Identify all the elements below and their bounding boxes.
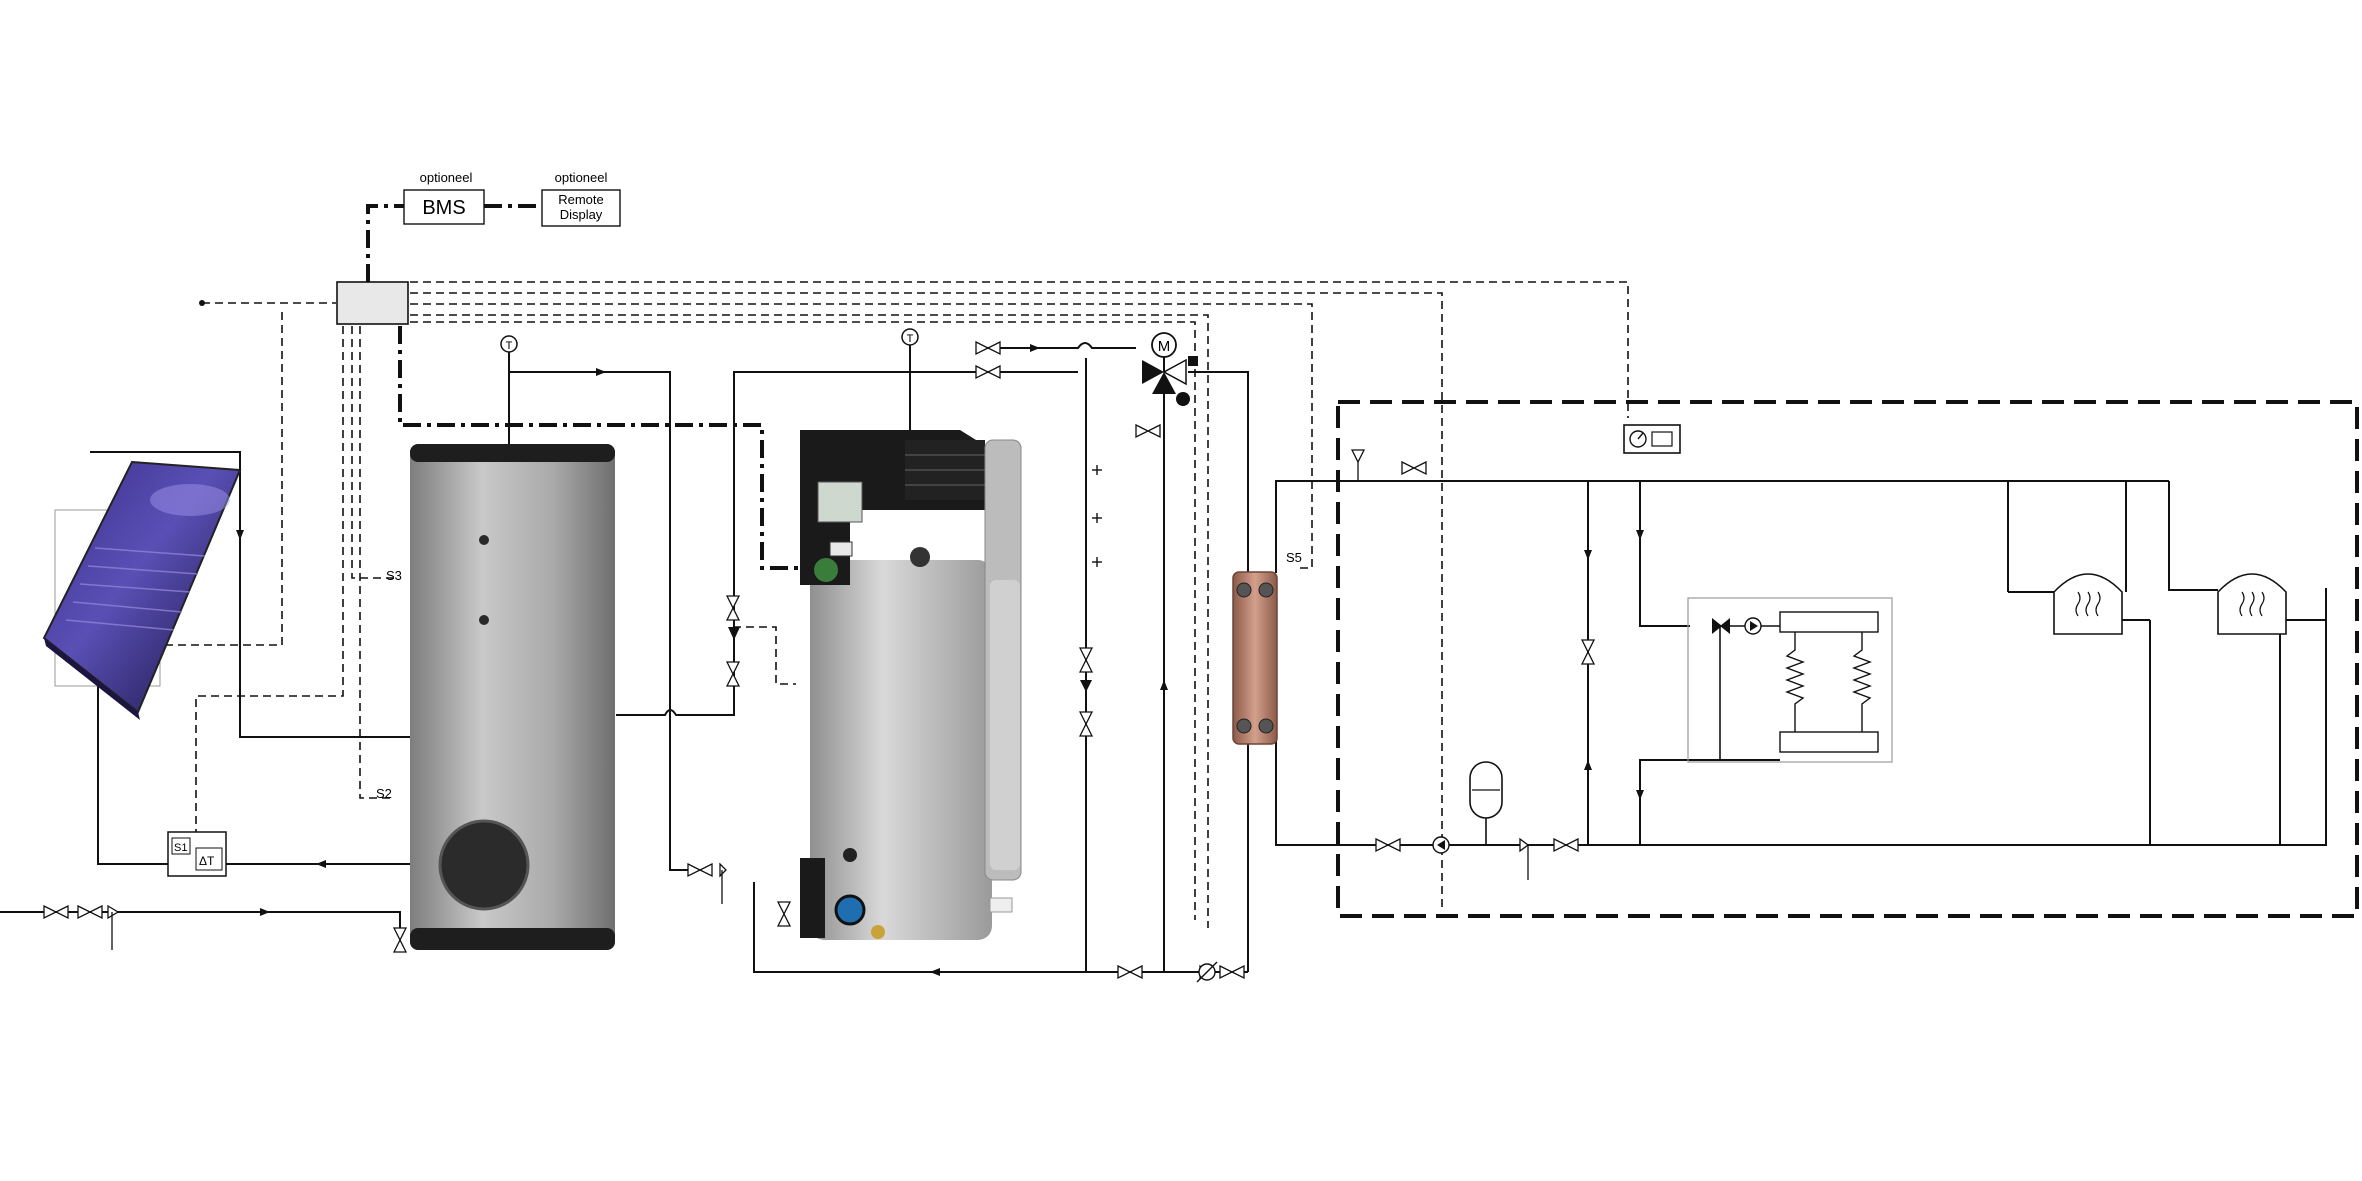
flow-arrows: [236, 344, 1644, 976]
remote-label-line1: Remote: [558, 192, 604, 207]
bms-link: [366, 204, 542, 282]
bms-box: [403, 189, 485, 225]
valve-icon: [43, 340, 1596, 980]
sensor-s5-label: S5: [1286, 550, 1302, 565]
wiring-endpoint: [199, 300, 205, 306]
heater-thermometer: T: [901, 328, 919, 430]
svg-text:T: T: [506, 340, 513, 352]
svg-text:T: T: [907, 333, 914, 345]
piping: [0, 342, 2327, 973]
pump-icon: [728, 627, 1450, 983]
heating-zone-boundary: [1336, 400, 2359, 918]
motor-label: M: [1158, 338, 1171, 355]
controller-to-heater-link: [398, 326, 798, 570]
relief-valve-icon: [107, 449, 1530, 980]
bms-label: BMS: [422, 197, 465, 219]
sensor-wiring: [162, 281, 1629, 928]
radiator-icon: [2217, 573, 2287, 635]
storage-tank-icon: [410, 444, 615, 950]
radiator-icon: [2053, 573, 2123, 635]
sensor-s1-label: S1: [174, 842, 187, 854]
tank-thermometer: T: [500, 335, 518, 444]
expansion-vessel-icon: [1469, 761, 1503, 845]
remote-optional-label: optioneel: [555, 170, 608, 185]
thermostat-icon: [1623, 424, 1681, 454]
controller-box-icon: [336, 281, 409, 325]
solar-controller: [167, 831, 227, 877]
heat-exchanger-icon: [1232, 571, 1278, 745]
underfloor-heating-icon: [1687, 597, 1893, 763]
motorized-three-way-valve-icon: [1142, 332, 1198, 406]
bms-optional-label: optioneel: [420, 170, 473, 185]
water-heater-icon: [800, 430, 1022, 940]
remote-display-box: [541, 189, 621, 227]
delta-t-label: ΔT: [199, 854, 215, 868]
remote-label-line2: Display: [560, 207, 603, 222]
sensor-s2-label: S2: [376, 786, 392, 801]
riser-markers: [1092, 465, 1102, 567]
solar-collector-icon: [42, 451, 242, 720]
sensor-s3-label: S3: [386, 568, 402, 583]
